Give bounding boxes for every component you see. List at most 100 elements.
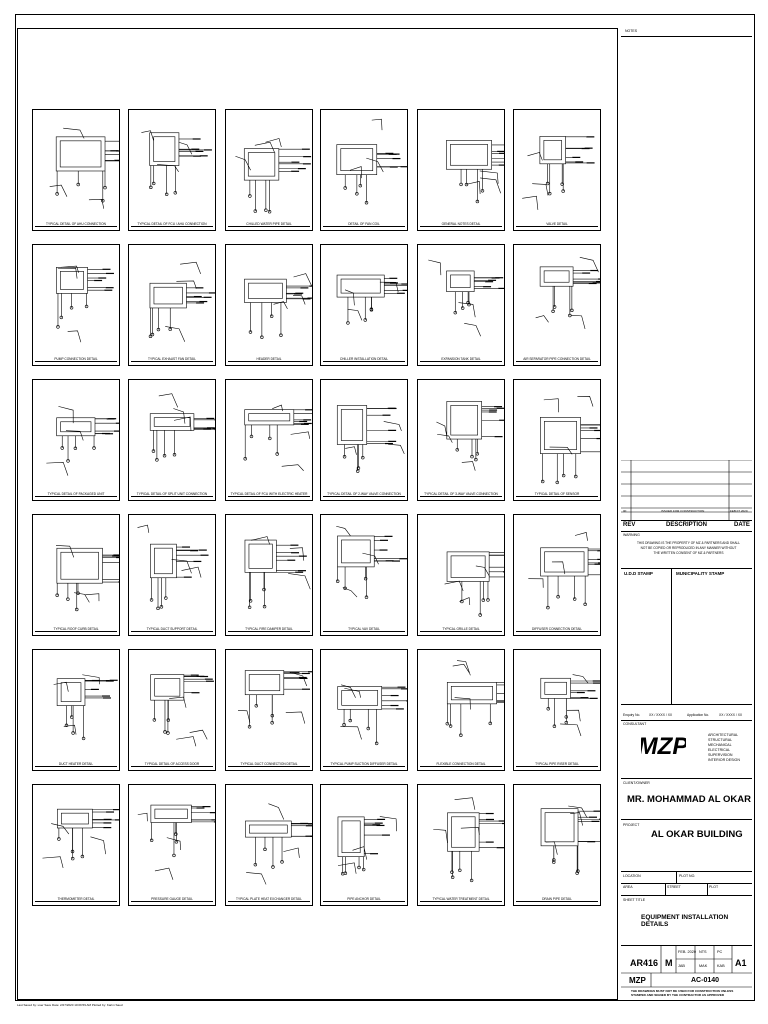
detail-thumbnail: EXPANSION TANK DETAIL bbox=[417, 244, 505, 366]
divider bbox=[621, 871, 752, 872]
drawing-number: AC-0140 bbox=[691, 977, 720, 984]
detail-sketch bbox=[244, 273, 312, 339]
project-name: AL OKAR BUILDING bbox=[651, 829, 743, 840]
discipline-code: M bbox=[665, 958, 673, 968]
detail-sketch bbox=[141, 130, 212, 196]
discipline-item: STRUCTURAL bbox=[708, 738, 733, 742]
detail-caption: AIR SEPARATOR PIPE CONNECTION DETAIL bbox=[516, 357, 598, 362]
detail-thumbnail: TYPICAL PLATE HEAT EXCHANGER DETAIL bbox=[225, 784, 313, 906]
client-label: CLIENT/OWNER bbox=[623, 781, 650, 785]
detail-sketch bbox=[336, 405, 405, 473]
discipline-item: MECHANICAL bbox=[708, 743, 732, 747]
warning-label: WARNING bbox=[623, 533, 640, 537]
drawn-by: JAB bbox=[678, 964, 685, 968]
detail-caption: TYPICAL ROOF CURB DETAIL bbox=[35, 627, 117, 632]
rev-header: REV bbox=[623, 522, 636, 528]
project-no: AR416 bbox=[630, 958, 659, 968]
application-label: Application No. bbox=[687, 713, 710, 717]
detail-thumbnail: VALVE DETAIL bbox=[513, 109, 601, 231]
discipline-item: ARCHITECTURAL bbox=[708, 733, 739, 737]
detail-thumbnail: PUMP CONNECTION DETAIL bbox=[32, 244, 120, 366]
enquiry-label: Enquiry No. bbox=[623, 713, 641, 717]
application-value: XX / XXXX / XX bbox=[719, 713, 743, 717]
scale-value: NTS bbox=[699, 950, 707, 954]
detail-sketch bbox=[137, 804, 215, 880]
detail-thumbnail: TYPICAL PUMP SUCTION DIFFUSER DETAIL bbox=[320, 649, 408, 771]
detail-caption: TYPICAL DETAIL OF FCU / AHU CONNECTION bbox=[131, 222, 213, 227]
cell-divider bbox=[707, 883, 708, 895]
detail-sketch bbox=[42, 808, 119, 869]
detail-sketch bbox=[433, 797, 504, 883]
cell-divider bbox=[665, 883, 666, 895]
divider bbox=[621, 36, 752, 37]
detail-sketch bbox=[56, 265, 114, 343]
detail-caption: PIPE ANCHOR DETAIL bbox=[323, 897, 405, 902]
detail-thumbnail: TYPICAL DETAIL OF SPLIT UNIT CONNECTION bbox=[128, 379, 216, 501]
detail-sketch bbox=[150, 674, 214, 747]
client-name: MR. MOHAMMAD AL OKAR bbox=[627, 794, 752, 805]
detail-sketch bbox=[243, 404, 312, 471]
mzp-logo-mark: MZP bbox=[638, 733, 689, 760]
detail-caption: DRAIN PIPE DETAIL bbox=[516, 897, 598, 902]
approved-by: KAB bbox=[717, 964, 725, 968]
detail-caption: TYPICAL EXHAUST FAN DETAIL bbox=[131, 357, 213, 362]
detail-sketch bbox=[238, 670, 312, 729]
detail-thumbnail: TYPICAL DUCT SUPPORT DETAIL bbox=[128, 514, 216, 636]
detail-thumbnail: TYPICAL DUCT CONNECTION DETAIL bbox=[225, 649, 313, 771]
detail-thumbnail: TYPICAL DETAIL OF PACKAGED UNIT bbox=[32, 379, 120, 501]
revision-table-lines bbox=[621, 460, 752, 520]
detail-caption: TYPICAL DUCT CONNECTION DETAIL bbox=[228, 762, 310, 767]
detail-sketch bbox=[335, 525, 407, 599]
detail-thumbnail: DIFFUSER CONNECTION DETAIL bbox=[513, 514, 601, 636]
svg-text:MZP: MZP bbox=[641, 733, 686, 757]
divider bbox=[621, 704, 752, 705]
discipline-item: ELECTRICAL bbox=[708, 748, 731, 752]
detail-caption: CHILLER INSTALLATION DETAIL bbox=[323, 357, 405, 362]
detail-thumbnail: THERMOMETER DETAIL bbox=[32, 784, 120, 906]
divider bbox=[621, 819, 752, 820]
detail-sketch bbox=[149, 393, 215, 462]
detail-sketch bbox=[540, 805, 600, 875]
sheet-size: A1 bbox=[735, 958, 747, 968]
divider bbox=[621, 883, 752, 884]
detail-caption: FLEXIBLE CONNECTION DETAIL bbox=[420, 762, 502, 767]
detail-sketch bbox=[244, 536, 311, 609]
detail-caption: TYPICAL FIRE DAMPER DETAIL bbox=[228, 627, 310, 632]
revision-no: 00 bbox=[623, 509, 627, 513]
detail-thumbnail: PRESSURE GAUGE DETAIL bbox=[128, 784, 216, 906]
enquiry-value: XX / XXXX / XX bbox=[649, 713, 673, 717]
drawing-area bbox=[17, 28, 618, 1000]
detail-thumbnail: TYPICAL DETAIL OF ACCESS DOOR bbox=[128, 649, 216, 771]
detail-sketch bbox=[528, 532, 600, 610]
detail-caption: HEADER DETAIL bbox=[228, 357, 310, 362]
detail-thumbnail: TYPICAL DETAIL OF SENSOR bbox=[513, 379, 601, 501]
detail-thumbnail: TYPICAL VAV DETAIL bbox=[320, 514, 408, 636]
street-label: STREET bbox=[667, 885, 681, 889]
detail-sketch bbox=[148, 261, 215, 342]
revision-description: ISSUED FOR CONSTRUCTION bbox=[661, 509, 705, 513]
detail-sketch bbox=[336, 274, 407, 325]
detail-sketch bbox=[445, 660, 504, 737]
date-header: DATE bbox=[734, 522, 750, 528]
detail-thumbnail: TYPICAL DETAIL OF FCU WITH ELECTRIC HEAT… bbox=[225, 379, 313, 501]
detail-thumbnail: FLEXIBLE CONNECTION DETAIL bbox=[417, 649, 505, 771]
revision-date: FEB 07 2020 bbox=[730, 509, 748, 513]
warning-line: NOT BE COPIED OR REPRODUCED IN ANY MANNE… bbox=[640, 546, 737, 550]
location-label: LOCATION bbox=[623, 874, 641, 878]
detail-sketch bbox=[522, 136, 595, 210]
detail-caption: TYPICAL DETAIL OF FCU WITH ELECTRIC HEAT… bbox=[228, 492, 310, 497]
discipline-item: INTERIOR DESIGN bbox=[708, 758, 740, 762]
drawing-sheet-border bbox=[15, 14, 755, 1001]
detail-thumbnail: TYPICAL FIRE DAMPER DETAIL bbox=[225, 514, 313, 636]
disciplines-list: ARCHITECTURAL STRUCTURAL MECHANICAL ELEC… bbox=[708, 733, 740, 763]
detail-sketch bbox=[436, 401, 504, 471]
detail-thumbnail: PIPE ANCHOR DETAIL bbox=[320, 784, 408, 906]
detail-sketch bbox=[540, 396, 600, 485]
detail-thumbnail: HEADER DETAIL bbox=[225, 244, 313, 366]
detail-caption: TYPICAL GRILLE DETAIL bbox=[420, 627, 502, 632]
divider bbox=[621, 720, 752, 721]
detail-sketch bbox=[444, 551, 504, 617]
detail-caption: DUCT HEATER DETAIL bbox=[35, 762, 117, 767]
detail-thumbnail: CHILLED WATER PIPE DETAIL bbox=[225, 109, 313, 231]
divider bbox=[621, 895, 752, 896]
